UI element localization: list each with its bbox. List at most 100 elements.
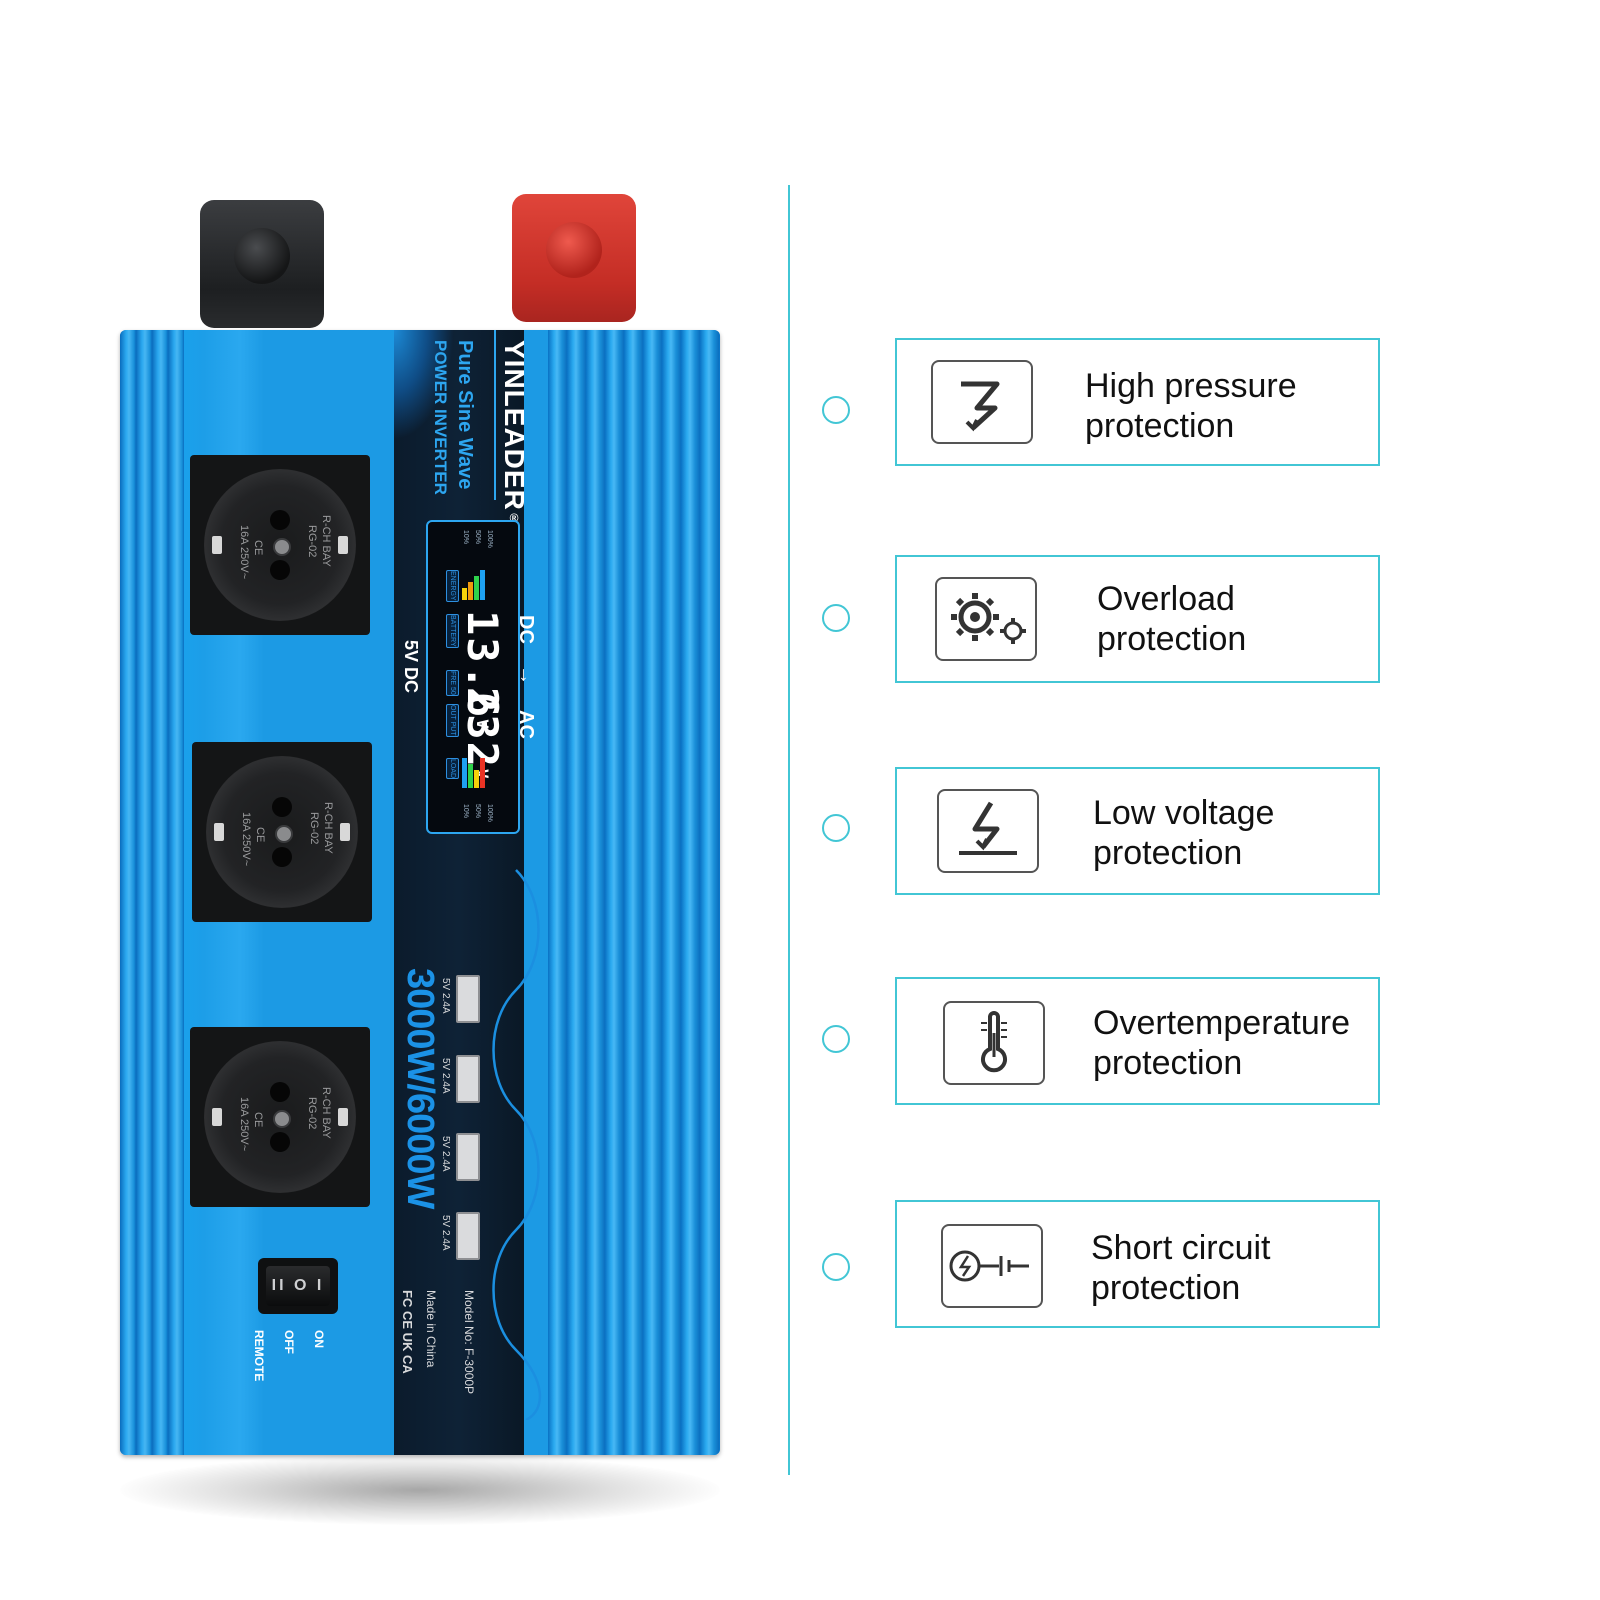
thermometer-icon <box>943 1001 1045 1085</box>
negative-terminal <box>200 200 324 328</box>
positive-terminal <box>512 194 636 322</box>
socket-pin-hole <box>270 1132 290 1152</box>
socket-ce: CE <box>252 1112 264 1128</box>
socket-model: RG-02 <box>306 525 318 558</box>
dc-ac-arrow: → <box>515 665 537 685</box>
energy-bar-graph <box>462 570 485 600</box>
scale-100: 100% <box>486 804 493 822</box>
product-shadow <box>120 1455 720 1525</box>
timeline-dot <box>822 396 850 424</box>
ac-label: AC <box>515 710 537 739</box>
tag-energy: ENERGY <box>446 570 459 602</box>
usb-port-1[interactable] <box>456 975 480 1023</box>
sine-wave-decoration <box>492 869 542 1420</box>
load-bar-graph <box>462 758 485 788</box>
timeline-dot <box>822 1025 850 1053</box>
terminal-bolt <box>546 222 602 278</box>
lcd-display: 100% 50% 10% ENERGY BATTERY FRE 50 OUT P… <box>426 520 520 834</box>
timeline-dot <box>822 814 850 842</box>
terminal-bolt <box>234 228 290 284</box>
housing-fins-right <box>548 330 720 1455</box>
socket-brand: R-CH BAY <box>322 802 334 854</box>
socket-brand: R-CH BAY <box>320 1087 332 1139</box>
tag-load: LOAD <box>446 758 459 780</box>
ground-clip <box>338 1108 348 1126</box>
ac-socket-2[interactable]: R-CH BAY RG-02 16A 250V~ CE <box>192 742 372 922</box>
socket-pin-hole <box>270 510 290 530</box>
usb-port-2[interactable] <box>456 1055 480 1103</box>
gears-icon <box>935 577 1037 661</box>
switch-symbol: II O I <box>266 1266 330 1306</box>
scale-50: 50% <box>474 804 481 819</box>
usb-port-label: 5V 2.4A <box>440 1215 451 1251</box>
brand-name: YINLEADER® <box>499 340 530 526</box>
scale-10: 10% <box>462 530 469 545</box>
low-voltage-lightning-icon <box>937 789 1039 873</box>
socket-ce: CE <box>252 540 264 556</box>
socket-pin-hole <box>270 1082 290 1102</box>
timeline-line <box>788 185 790 1475</box>
usb-port-label: 5V 2.4A <box>440 1136 451 1172</box>
ground-clip <box>212 1108 222 1126</box>
usb-dc-label: 5V DC <box>401 640 421 694</box>
front-panel <box>394 330 524 1455</box>
tag-battery: BATTERY <box>446 614 459 648</box>
socket-ce: CE <box>254 827 266 843</box>
socket-model: RG-02 <box>306 1097 318 1130</box>
tag-frequency: FRE 50 <box>446 670 459 696</box>
ac-socket-1[interactable]: R-CH BAY RG-02 16A 250V~ CE <box>190 455 370 635</box>
socket-pin-hole <box>270 560 290 580</box>
socket-pin-hole <box>272 797 292 817</box>
socket-rating: 16A 250V~ <box>238 525 250 580</box>
usb-port-3[interactable] <box>456 1133 480 1181</box>
socket-screw <box>273 538 291 556</box>
socket-screw <box>273 1110 291 1128</box>
model-number: Model No: F-3000P <box>462 1290 476 1395</box>
socket-rating: 16A 250V~ <box>240 812 252 867</box>
product-subtitle-2: POWER INVERTER <box>431 340 450 495</box>
remote-label: REMOTE <box>252 1330 266 1382</box>
product-subtitle-1: Pure Sine Wave <box>454 340 476 490</box>
made-in: Made in China <box>424 1290 438 1368</box>
brand-divider <box>494 330 496 500</box>
high-pressure-lightning-icon <box>931 360 1033 444</box>
tag-output: OUT PUT <box>446 704 459 737</box>
socket-model: RG-02 <box>308 812 320 845</box>
timeline-dot <box>822 1253 850 1281</box>
ground-clip <box>212 536 222 554</box>
housing-fins-left <box>120 330 184 1455</box>
ac-socket-3[interactable]: R-CH BAY RG-02 16A 250V~ CE <box>190 1027 370 1207</box>
switch-on-label: ON <box>312 1330 326 1348</box>
timeline-dot <box>822 604 850 632</box>
socket-screw <box>275 825 293 843</box>
dc-label: DC <box>515 615 537 644</box>
scale-10: 10% <box>462 804 469 819</box>
certification-marks: FC CE UK CA <box>400 1290 415 1374</box>
power-switch[interactable]: II O I <box>258 1258 338 1314</box>
switch-off-label: OFF <box>282 1330 296 1354</box>
usb-port-4[interactable] <box>456 1212 480 1260</box>
usb-port-label: 5V 2.4A <box>440 978 451 1014</box>
socket-pin-hole <box>272 847 292 867</box>
panel-decoration <box>394 330 454 440</box>
ground-clip <box>340 823 350 841</box>
ground-clip <box>338 536 348 554</box>
socket-brand: R-CH BAY <box>320 515 332 567</box>
scale-50: 50% <box>474 530 481 545</box>
battery-voltage-readout: 13.6V <box>458 610 507 731</box>
power-rating: 3000W/6000W <box>399 968 441 1209</box>
ground-clip <box>214 823 224 841</box>
scale-100: 100% <box>486 530 493 548</box>
short-circuit-icon <box>941 1224 1043 1308</box>
usb-port-label: 5V 2.4A <box>440 1058 451 1094</box>
socket-rating: 16A 250V~ <box>238 1097 250 1152</box>
